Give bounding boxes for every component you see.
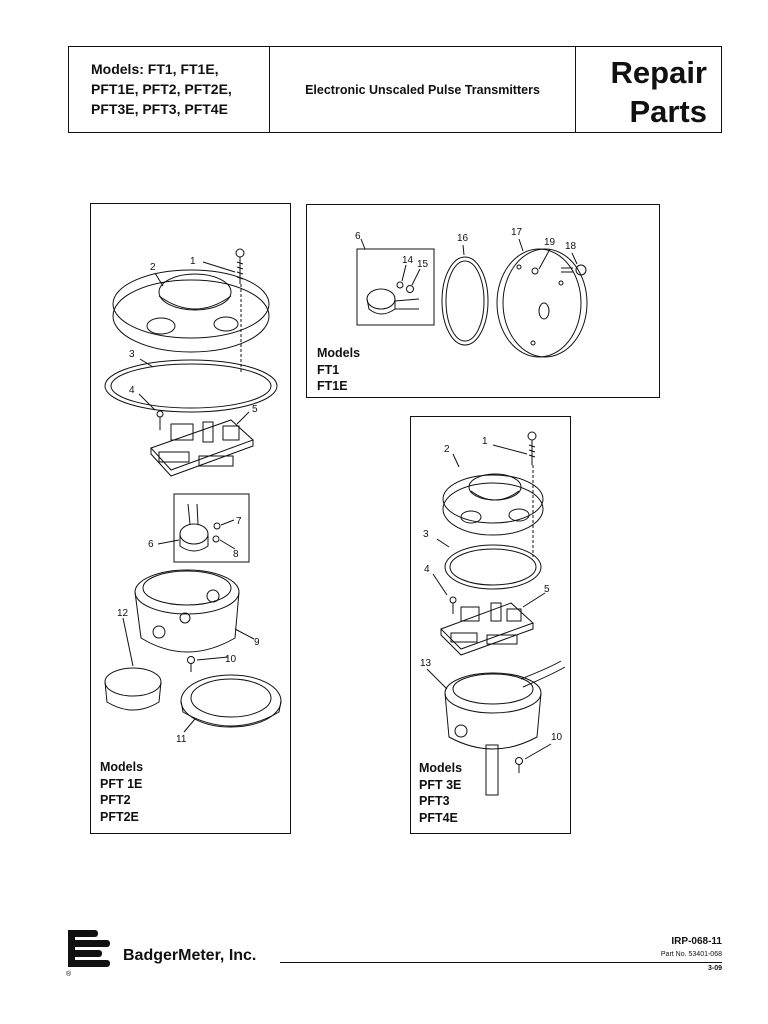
title-cell: Repair Parts [576,47,721,132]
panel-pft3: 1 2 3 4 5 13 10 Models PFT 3E PFT3 PFT4E [410,416,571,834]
callout-6: 6 [148,539,154,550]
ring-part [104,667,162,711]
circuit-board-part [150,419,254,477]
callout-17: 17 [511,227,523,238]
callout-4: 4 [129,385,135,396]
cover-part [442,473,544,536]
models-label-top-right: Models FT1 FT1E [317,345,360,395]
models-line: PFT 1E [100,776,143,791]
document-number: IRP-068-11 [671,936,722,947]
exploded-diagram-left: 1 2 3 4 5 6 7 8 9 10 11 12 [104,248,282,745]
subtitle-cell: Electronic Unscaled Pulse Transmitters [270,47,576,132]
models-label-left: Models PFT 1E PFT2 PFT2E [100,759,143,825]
document-subtitle: Electronic Unscaled Pulse Transmitters [305,82,540,97]
registered-mark: ® [66,970,72,976]
callout-2: 2 [150,262,156,273]
exploded-diagram-bottom-right: 1 2 3 4 5 13 10 [420,431,566,796]
callout-14: 14 [402,255,414,266]
models-line: PFT2 [100,793,131,807]
callout-16: 16 [457,233,469,244]
callout-9: 9 [254,637,260,648]
badger-meter-logo: ® [66,928,114,981]
cover-plate-part [496,248,588,358]
company-name: BadgerMeter, Inc. [123,947,257,964]
screw-part [561,264,587,276]
module-part [366,281,420,315]
callout-13: 13 [420,658,432,669]
models-line: FT1 [317,362,340,377]
models-line: Models: FT1, FT1E, [91,61,219,77]
callout-6: 6 [355,231,361,242]
callout-15: 15 [417,259,429,270]
panel-pft1e-pft2: 1 2 3 4 5 6 7 8 9 10 11 12 Models PFT 1E… [90,203,291,834]
callout-5: 5 [252,404,258,415]
circuit-board-part [440,602,534,656]
screw-part [527,431,537,465]
gasket-part [441,256,489,346]
callout-3: 3 [129,349,135,360]
cover-part [112,269,270,353]
part-number: Part No. 53401-068 [660,951,722,958]
panel-ft1: 6 14 15 16 17 19 18 Models FT1 FT1E [306,204,660,398]
models-label-bottom-right: Models PFT 3E PFT3 PFT4E [419,760,462,826]
models-line: PFT1E, PFT2, PFT2E, [91,81,232,97]
callout-1: 1 [190,256,196,267]
base-housing-part [134,569,240,653]
revision-date: 3-09 [707,965,722,972]
models-line: PFT 3E [419,777,462,792]
models-line: Models [419,761,463,775]
callout-4: 4 [424,564,430,575]
exploded-diagram-top-right: 6 14 15 16 17 19 18 [355,227,588,358]
badger-logo-icon: ® [66,930,110,978]
callout-5: 5 [544,584,550,595]
callout-8: 8 [233,549,239,560]
callout-10: 10 [225,654,237,665]
models-line: FT1E [317,379,348,393]
callout-11: 11 [176,734,187,745]
callout-2: 2 [444,444,450,455]
models-line: PFT2E [100,809,139,824]
models-line: Models [100,760,144,774]
header-table: Models: FT1, FT1E, PFT1E, PFT2, PFT2E, P… [68,46,722,133]
models-line: PFT4E [419,810,458,825]
models-line: PFT3E, PFT3, PFT4E [91,101,228,117]
module-part [179,503,221,552]
callout-12: 12 [117,608,129,619]
callout-7: 7 [236,516,242,527]
base-housing-part [444,660,566,796]
callout-3: 3 [423,529,429,540]
title-parts: Parts [629,94,707,129]
callout-1: 1 [482,436,488,447]
callout-10: 10 [551,732,563,743]
models-line: Models [317,346,361,360]
title-repair: Repair [610,55,707,90]
callout-18: 18 [565,241,577,252]
footer-divider [280,962,722,963]
flange-ring-part [180,674,282,728]
callout-19: 19 [544,237,556,248]
models-line: PFT3 [419,794,450,808]
models-cell: Models: FT1, FT1E, PFT1E, PFT2, PFT2E, P… [69,47,270,132]
